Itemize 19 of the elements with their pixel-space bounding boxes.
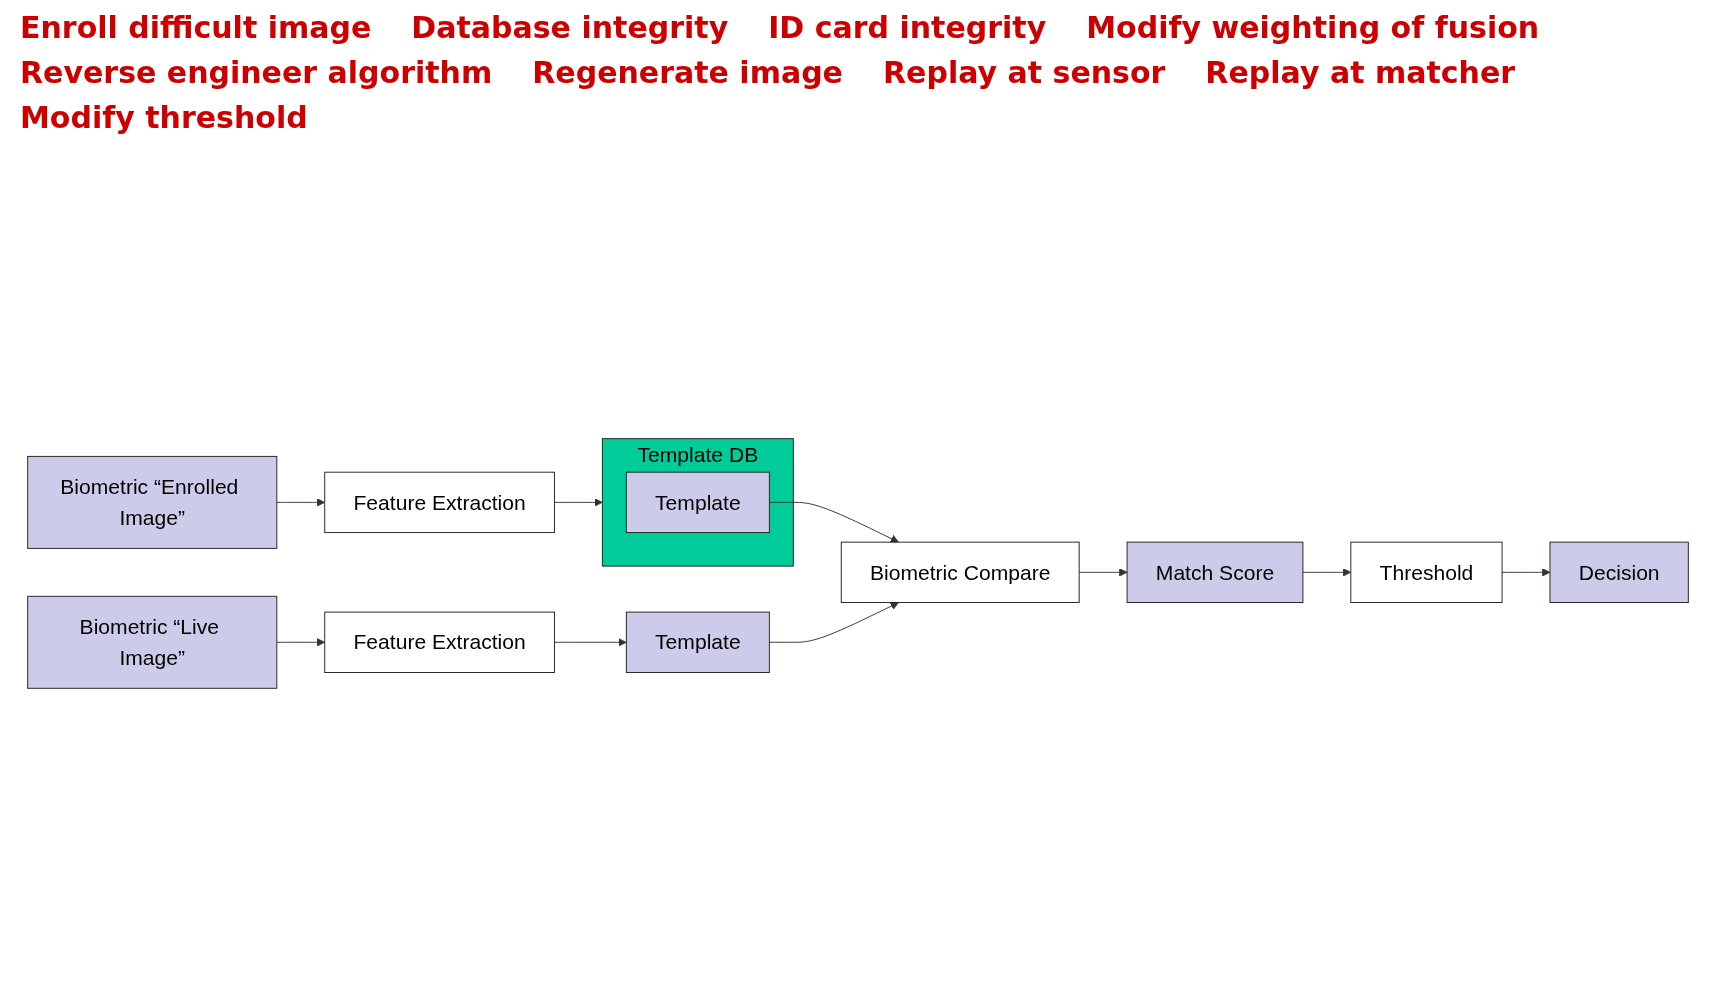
attack-note: Database integrity <box>411 10 729 45</box>
attack-note: Replay at sensor <box>882 55 1166 90</box>
node-box: Biometric “Enrolled Image” <box>27 455 278 549</box>
attack-note: Modify weighting of fusion <box>1086 10 1540 45</box>
node-box: Biometric Compare <box>840 541 1080 603</box>
node-box: Decision <box>1549 541 1689 603</box>
node-box: Biometric “Live Image” <box>27 595 278 689</box>
attack-note: Modify threshold <box>20 100 308 135</box>
node-box: Threshold <box>1350 541 1503 603</box>
node-box: Match Score <box>1126 541 1304 603</box>
attack-note: Regenerate image <box>532 55 843 90</box>
attack-note: Enroll difficult image <box>20 10 372 45</box>
node-box: Feature Extraction <box>324 471 555 534</box>
node-box: Template <box>625 471 770 534</box>
attack-note: Reverse engineer algorithm <box>20 55 493 90</box>
attack-note: Replay at matcher <box>1205 55 1516 90</box>
node-box: Feature Extraction <box>324 611 555 673</box>
attack-note: ID card integrity <box>768 10 1047 45</box>
node-box: Template <box>625 611 770 673</box>
